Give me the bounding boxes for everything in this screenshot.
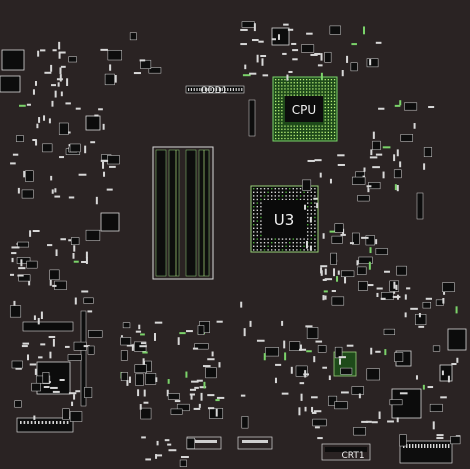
odd1-pins (188, 88, 243, 91)
u3-label-plate (262, 200, 306, 238)
bottom-left-pins (20, 421, 69, 424)
bottom-left-connector[interactable] (16, 417, 74, 433)
crt1-connector[interactable]: CRT1 (321, 443, 371, 461)
cpu-label: CPU (292, 103, 316, 117)
small-components (9, 21, 461, 467)
bottom-right-connector[interactable] (399, 440, 453, 464)
odd1-connector[interactable]: ODD1 (185, 85, 245, 96)
chip-left-upper[interactable] (0, 49, 25, 93)
crt1-label: CRT1 (341, 451, 364, 461)
cpu-socket[interactable]: CPU (272, 76, 338, 142)
chip-mid-left[interactable] (22, 115, 120, 332)
cpu-label-plate (285, 96, 323, 122)
memory-slots[interactable] (152, 146, 214, 280)
u3-label: U3 (274, 211, 295, 229)
cpu-pin-grid (275, 79, 336, 140)
chip-top-center[interactable] (271, 27, 290, 46)
bottom-connector-right[interactable] (237, 436, 273, 450)
u3-ball-grid (253, 188, 316, 251)
odd1-label: ODD1 (201, 86, 228, 96)
